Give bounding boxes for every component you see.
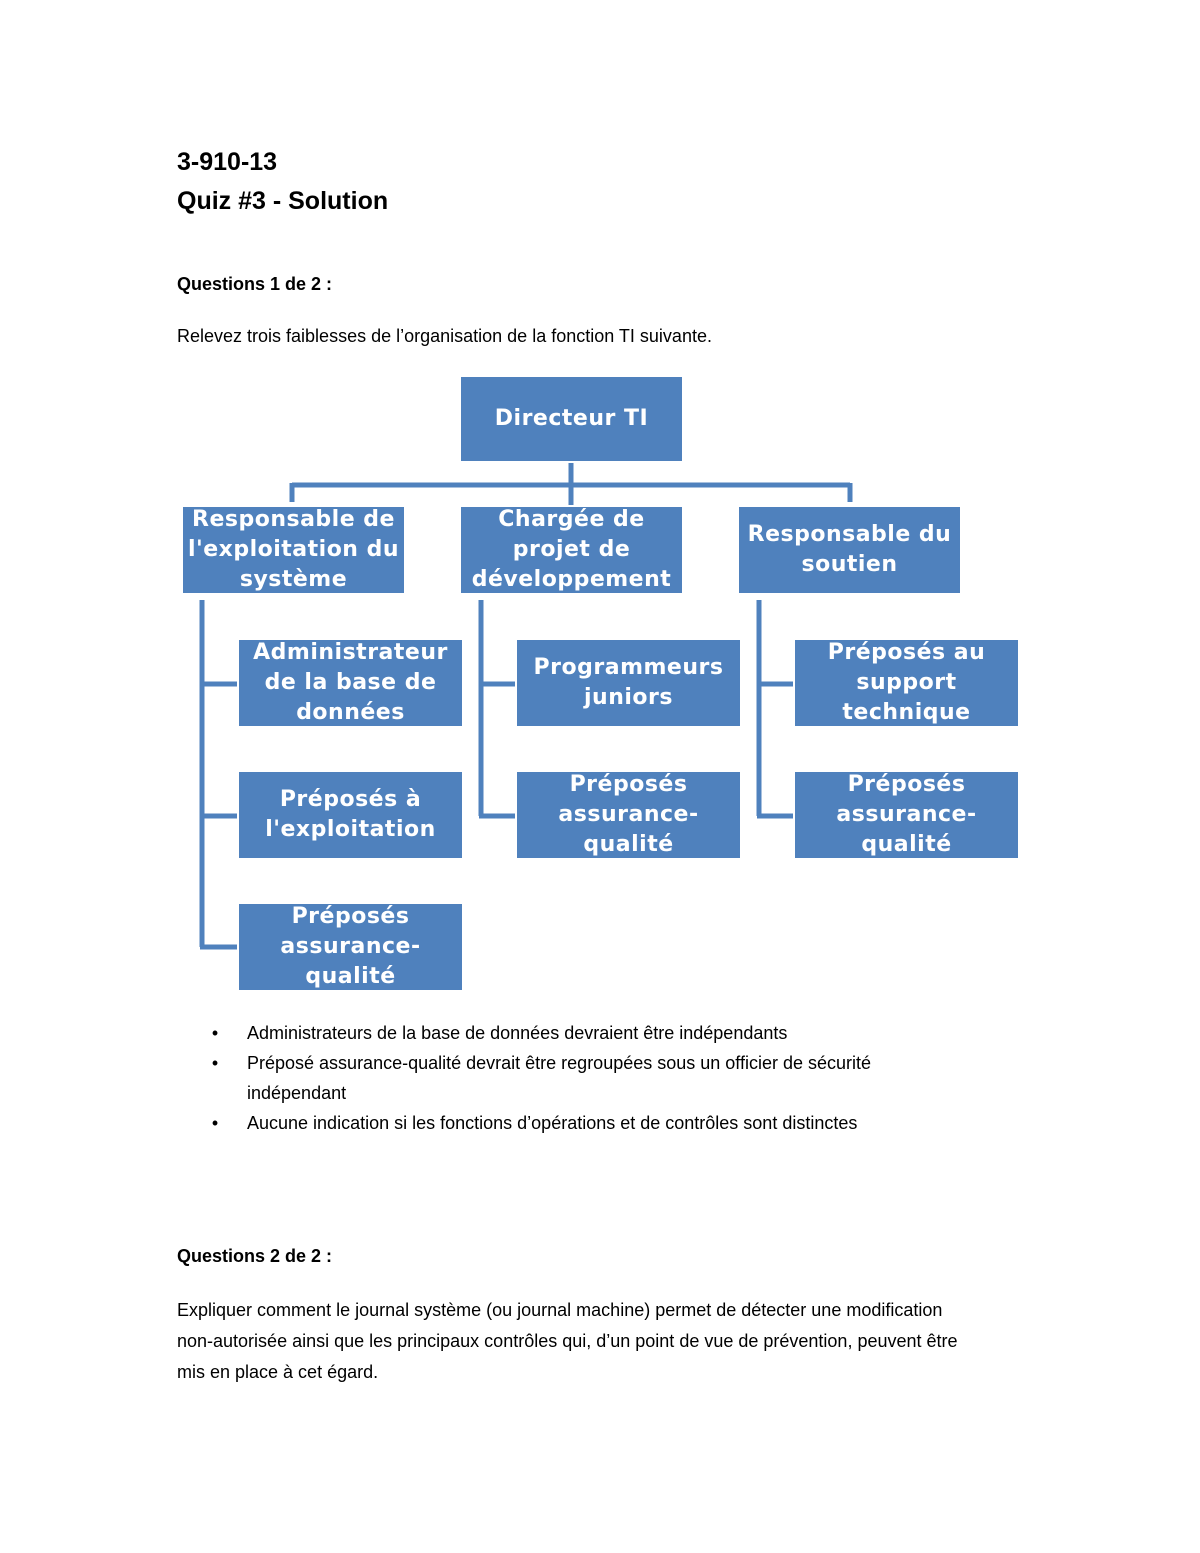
org-box-preposes-exploitation: Préposés à l'exploitation (237, 770, 464, 860)
org-box-qa-soutien: Préposés assurance-qualité (793, 770, 1020, 860)
org-box-manager-soutien: Responsable du soutien (737, 505, 962, 595)
bullet-icon: • (211, 1023, 219, 1043)
course-code: 3-910-13 (177, 148, 278, 176)
question-1-prompt: Relevez trois faiblesses de l’organisati… (177, 326, 712, 346)
org-box-qa-developpement: Préposés assurance-qualité (515, 770, 742, 860)
answer-list: •Administrateurs de la base de données d… (205, 1018, 965, 1138)
answer-item: •Administrateurs de la base de données d… (205, 1018, 965, 1048)
answer-item: •Aucune indication si les fonctions d’op… (205, 1108, 965, 1138)
question-1-heading: Questions 1 de 2 : (177, 274, 333, 294)
question-2-prompt: Expliquer comment le journal système (ou… (177, 1300, 958, 1382)
org-chart-connectors (199, 462, 853, 950)
org-box-manager-exploitation: Responsable de l'exploitation du système (181, 505, 406, 595)
org-box-support-technique: Préposés au support technique (793, 638, 1020, 728)
org-box-programmeurs-juniors: Programmeurs juniors (515, 638, 742, 728)
org-box-manager-developpement: Chargée de projet de développement (459, 505, 684, 595)
bullet-icon: • (211, 1113, 219, 1133)
org-box-qa-exploitation: Préposés assurance-qualité (237, 902, 464, 992)
bullet-icon: • (211, 1053, 219, 1073)
answer-item: •Préposé assurance-qualité devrait être … (205, 1048, 965, 1108)
org-box-root: Directeur TI (459, 375, 684, 463)
question-2-heading: Questions 2 de 2 : (177, 1246, 333, 1266)
org-box-admin-bd: Administrateur de la base de données (237, 638, 464, 728)
quiz-title: Quiz #3 - Solution (177, 187, 389, 215)
